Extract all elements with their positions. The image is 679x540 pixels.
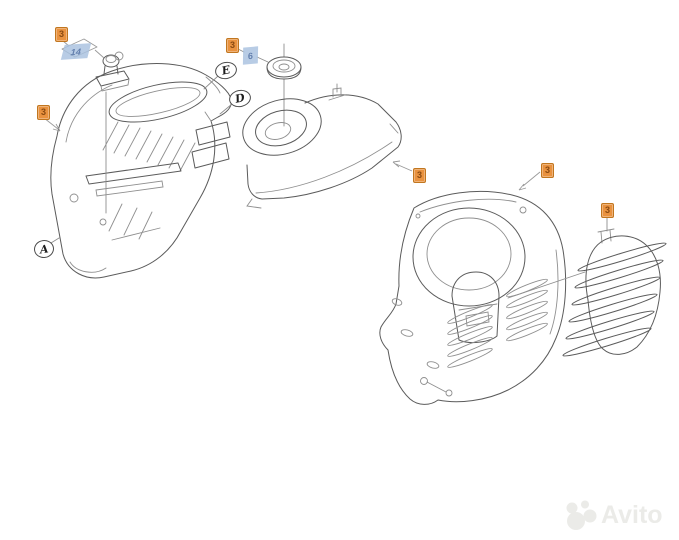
- part-motor-cover-middle: [242, 83, 402, 209]
- callout-badge-fastener: 3: [55, 27, 68, 42]
- callout-arrow-middle-housing: [392, 160, 413, 172]
- part-seal-grommet: [237, 43, 302, 127]
- part-fastener-screw: [95, 51, 130, 92]
- part-number-highlight-14: 14: [60, 43, 92, 60]
- callout-badge-right-housing: 3: [541, 163, 554, 178]
- avito-logo-icon: [566, 500, 597, 530]
- callout-badge-filter: 3: [601, 203, 614, 218]
- callout-arrow-right-housing: [518, 171, 541, 191]
- callout-badge-seal: 3: [226, 38, 239, 53]
- callout-badge-middle-housing: 3: [413, 168, 426, 183]
- part-motor-housing-left: [50, 63, 232, 279]
- part-number-highlight-6: 6: [242, 46, 259, 65]
- part-housing-shell-right: [379, 190, 567, 405]
- letter-leader-lines: [50, 75, 233, 244]
- avito-watermark: Avito: [563, 498, 663, 532]
- part-exhaust-filter-grille: [507, 217, 667, 357]
- avito-watermark-text: Avito: [601, 501, 663, 529]
- callout-badge-left-housing: 3: [37, 105, 50, 120]
